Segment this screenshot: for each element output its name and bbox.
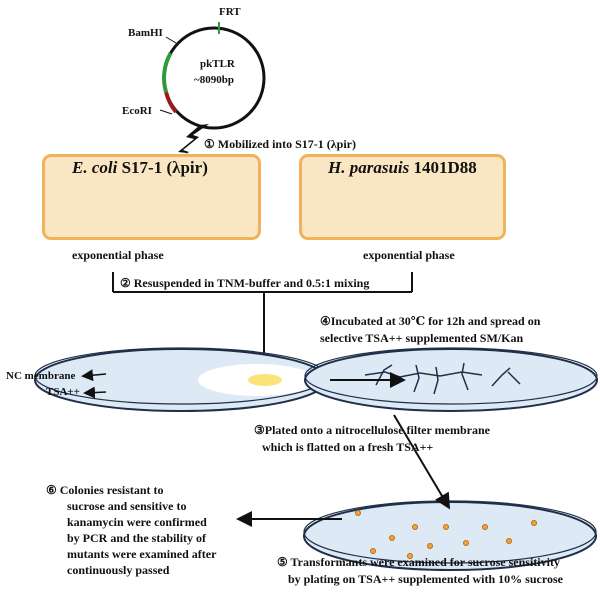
step-6-line4: by PCR and the stability of bbox=[67, 531, 207, 545]
tsa-leader-arrow bbox=[83, 386, 107, 399]
arrow-dish2-to-dish3 bbox=[393, 414, 451, 510]
plasmid-name: pkTLR bbox=[200, 58, 235, 70]
hparasuis-strain: 1401D88 bbox=[409, 158, 477, 177]
step-6-line5: mutants were examined after bbox=[67, 547, 217, 561]
petri-dish-selective bbox=[304, 347, 598, 412]
hparasuis-strain-title: H. parasuis 1401D88 bbox=[328, 158, 477, 178]
petri-dish-mating bbox=[34, 347, 328, 412]
tsa-label: TSA++ bbox=[46, 386, 80, 398]
colony-dots bbox=[354, 509, 538, 560]
step-4-label-line2: selective TSA++ supplemented SM/Kan bbox=[320, 331, 524, 345]
hparasuis-phase-label: exponential phase bbox=[363, 248, 455, 262]
bamhi-label: BamHI bbox=[128, 27, 163, 39]
lightning-bolt-icon bbox=[168, 124, 209, 166]
step-4-label-line1: ④Incubated at 30℃ for 12h and spread on bbox=[320, 314, 541, 328]
step-5-label-line1: ⑤ Transformants were examined for sucros… bbox=[277, 555, 560, 569]
nc-membrane-label: NC membrane bbox=[6, 370, 76, 382]
step-1-label: ① Mobilized into S17-1 (λpir) bbox=[204, 137, 356, 151]
hparasuis-species: H. parasuis bbox=[328, 158, 410, 177]
transconjugant-streaks bbox=[364, 362, 521, 395]
ecori-label: EcoRI bbox=[122, 105, 152, 117]
nc-leader-arrow bbox=[81, 369, 107, 382]
ecori-leader bbox=[159, 109, 173, 115]
cell-mixture-spot bbox=[248, 374, 282, 386]
ecoli-donor-box bbox=[42, 154, 261, 240]
step-6-line1: ⑥ Colonies resistant to bbox=[46, 483, 164, 497]
step-6-line6: continuously passed bbox=[67, 563, 170, 577]
step-6-line2: sucrose and sensitive to bbox=[67, 499, 187, 513]
ecoli-strain: S17-1 (λpir) bbox=[117, 158, 208, 177]
bamhi-leader bbox=[165, 36, 177, 44]
frt-label: FRT bbox=[219, 6, 241, 18]
plasmid-green-segment bbox=[162, 52, 173, 94]
ecoli-strain-title: E. coli S17-1 (λpir) bbox=[72, 158, 208, 178]
step-3-label-line1: ③Plated onto a nitrocellulose filter mem… bbox=[254, 423, 490, 437]
ecoli-phase-label: exponential phase bbox=[72, 248, 164, 262]
plasmid-size: ~8090bp bbox=[194, 74, 234, 86]
hparasuis-recipient-box bbox=[299, 154, 506, 240]
step-6-line3: kanamycin were confirmed bbox=[67, 515, 207, 529]
step-2-label: ② Resuspended in TNM-buffer and 0.5:1 mi… bbox=[120, 276, 370, 290]
step-5-label-line2: by plating on TSA++ supplemented with 10… bbox=[288, 572, 563, 586]
ecoli-species: E. coli bbox=[72, 158, 118, 177]
plasmid-map bbox=[159, 22, 266, 130]
step-3-label-line2: which is flatted on a fresh TSA++ bbox=[262, 440, 434, 454]
plasmid-red-segment bbox=[164, 92, 178, 114]
